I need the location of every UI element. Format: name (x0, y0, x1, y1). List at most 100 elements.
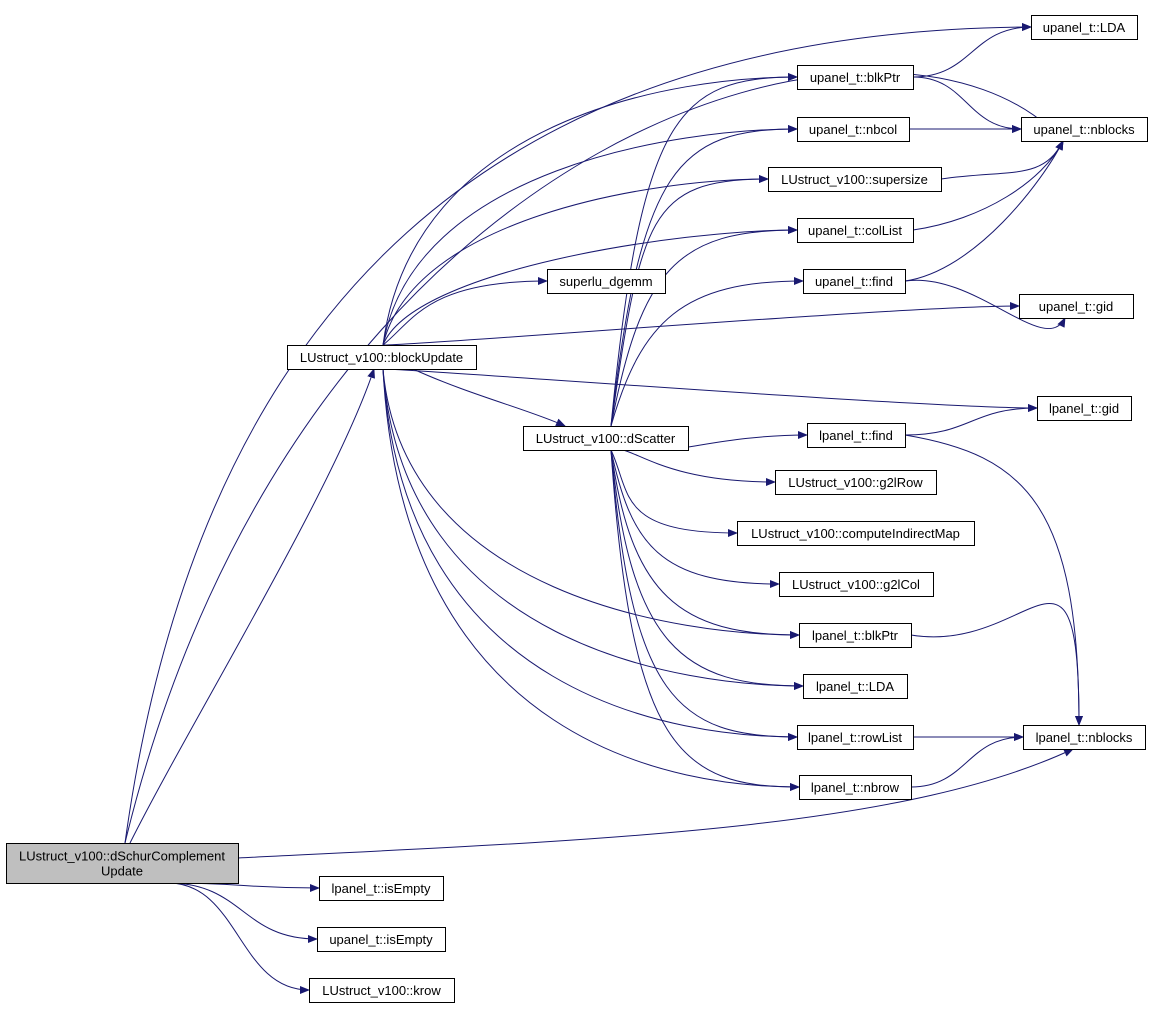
node-l-isempty-label: lpanel_t::isEmpty (332, 881, 431, 896)
node-supersize-box (768, 167, 942, 192)
node-l-nbrow-box (799, 775, 912, 800)
node-dscatter-label: LUstruct_v100::dScatter (536, 431, 676, 446)
node-krow[interactable]: LUstruct_v100::krow (309, 978, 455, 1003)
node-u-blkptr-box (797, 65, 914, 90)
edge-dScatter-to-u-nbcol (610, 125, 798, 427)
edge-l-find-to-l-nblocks (904, 434, 1083, 726)
node-computeindirectmap-label: LUstruct_v100::computeIndirectMap (751, 526, 960, 541)
node-computeindirectmap[interactable]: LUstruct_v100::computeIndirectMap (737, 521, 975, 546)
edge-supersize-to-u-nblocks (940, 140, 1064, 180)
edge-dschur-to-blockUpdate (129, 368, 375, 844)
node-supersize-label: LUstruct_v100::supersize (781, 172, 928, 187)
edge-u-colList-to-u-nblocks (912, 140, 1064, 231)
edge-blockUpdate-to-l-gid (382, 368, 1038, 412)
node-u-isempty-label: upanel_t::isEmpty (329, 932, 433, 947)
node-u-isempty-box (317, 927, 446, 952)
edge-dschur-to-u-LDA (124, 23, 1032, 844)
edge-u-find-to-u-gid (904, 279, 1066, 330)
node-u-lda[interactable]: upanel_t::LDA (1031, 15, 1138, 40)
edge-dschur-to-krow (168, 882, 310, 994)
node-l-blkptr-box (799, 623, 912, 648)
node-krow-box (309, 978, 455, 1003)
node-u-collist-box (797, 218, 914, 243)
node-u-lda-label: upanel_t::LDA (1043, 20, 1126, 35)
node-g2lrow[interactable]: LUstruct_v100::g2lRow (775, 470, 937, 495)
node-l-find[interactable]: lpanel_t::find (807, 423, 906, 448)
node-supersize[interactable]: LUstruct_v100::supersize (768, 167, 942, 192)
node-l-nbrow[interactable]: lpanel_t::nbrow (799, 775, 912, 800)
node-u-gid-box (1019, 294, 1134, 319)
edge-blockUpdate-to-dScatter (412, 368, 566, 427)
node-u-find[interactable]: upanel_t::find (803, 269, 906, 294)
node-dschur-label: Update (101, 864, 143, 879)
node-u-lda-box (1031, 15, 1138, 40)
nodes-layer: LUstruct_v100::dSchurComplementUpdateLUs… (6, 15, 1148, 1003)
node-superlu-dgemm[interactable]: superlu_dgemm (547, 269, 666, 294)
node-g2lcol-box (779, 572, 934, 597)
node-l-gid-box (1037, 396, 1132, 421)
node-u-nbcol[interactable]: upanel_t::nbcol (797, 117, 910, 142)
node-u-isempty[interactable]: upanel_t::isEmpty (317, 927, 446, 952)
node-u-nblocks-label: upanel_t::nblocks (1033, 122, 1135, 137)
edge-dScatter-to-l-nbrow (610, 449, 800, 791)
edge-dScatter-to-l-rowList (610, 449, 798, 741)
edge-dScatter-to-g2lCol (610, 449, 780, 588)
node-l-isempty[interactable]: lpanel_t::isEmpty (319, 876, 444, 901)
node-g2lcol[interactable]: LUstruct_v100::g2lCol (779, 572, 934, 597)
node-l-nblocks-label: lpanel_t::nblocks (1036, 730, 1133, 745)
node-superlu-dgemm-label: superlu_dgemm (559, 274, 652, 289)
node-l-nbrow-label: lpanel_t::nbrow (811, 780, 900, 795)
node-dscatter-box (523, 426, 689, 451)
edge-blockUpdate-to-supersize (382, 175, 769, 346)
node-u-nblocks[interactable]: upanel_t::nblocks (1021, 117, 1148, 142)
edge-l-nbrow-to-l-nblocks (910, 733, 1024, 788)
node-l-gid-label: lpanel_t::gid (1049, 401, 1119, 416)
node-g2lrow-label: LUstruct_v100::g2lRow (788, 475, 923, 490)
edge-u-blkPtr-to-u-nblocks (912, 76, 1022, 133)
node-l-blkptr[interactable]: lpanel_t::blkPtr (799, 623, 912, 648)
node-u-find-box (803, 269, 906, 294)
edge-blockUpdate-to-u-nbcol (382, 125, 798, 346)
node-computeindirectmap-box (737, 521, 975, 546)
node-l-find-box (807, 423, 906, 448)
node-l-isempty-box (319, 876, 444, 901)
node-l-rowlist-label: lpanel_t::rowList (808, 730, 902, 745)
node-g2lrow-box (775, 470, 937, 495)
node-l-rowlist-box (797, 725, 914, 750)
node-u-blkptr-label: upanel_t::blkPtr (810, 70, 901, 85)
node-u-collist[interactable]: upanel_t::colList (797, 218, 914, 243)
node-u-blkptr[interactable]: upanel_t::blkPtr (797, 65, 914, 90)
node-u-nbcol-label: upanel_t::nbcol (809, 122, 897, 137)
edge-blockUpdate-to-l-nbrow (382, 368, 800, 791)
edge-blockUpdate-to-u-colList (382, 226, 798, 346)
edge-dschur-to-l-nblocks (237, 748, 1074, 859)
edge-u-find-to-u-nblocks (904, 140, 1064, 282)
node-superlu-dgemm-box (547, 269, 666, 294)
edge-blockUpdate-to-l-LDA (382, 368, 804, 690)
node-l-lda[interactable]: lpanel_t::LDA (803, 674, 908, 699)
node-u-collist-label: upanel_t::colList (808, 223, 902, 238)
edge-dScatter-to-u-find (610, 277, 804, 427)
node-l-find-label: lpanel_t::find (819, 428, 893, 443)
edge-blockUpdate-to-u-blkPtr (382, 73, 798, 346)
edge-blockUpdate-to-superlu-dgemm (382, 277, 548, 346)
node-krow-label: LUstruct_v100::krow (322, 983, 441, 998)
node-dscatter[interactable]: LUstruct_v100::dScatter (523, 426, 689, 451)
node-u-gid-label: upanel_t::gid (1039, 299, 1113, 314)
node-u-gid[interactable]: upanel_t::gid (1019, 294, 1134, 319)
edge-dScatter-to-computeIndirectMap (610, 449, 738, 537)
node-l-rowlist[interactable]: lpanel_t::rowList (797, 725, 914, 750)
node-l-gid[interactable]: lpanel_t::gid (1037, 396, 1132, 421)
edge-dScatter-to-supersize (610, 175, 769, 427)
node-dschur-label: LUstruct_v100::dSchurComplement (19, 849, 225, 864)
node-blockupdate[interactable]: LUstruct_v100::blockUpdate (287, 345, 477, 370)
node-u-nbcol-box (797, 117, 910, 142)
node-l-lda-box (803, 674, 908, 699)
node-l-blkptr-label: lpanel_t::blkPtr (812, 628, 899, 643)
node-blockupdate-box (287, 345, 477, 370)
node-u-nblocks-box (1021, 117, 1148, 142)
edge-l-find-to-l-gid (904, 404, 1038, 436)
node-l-nblocks[interactable]: lpanel_t::nblocks (1023, 725, 1146, 750)
